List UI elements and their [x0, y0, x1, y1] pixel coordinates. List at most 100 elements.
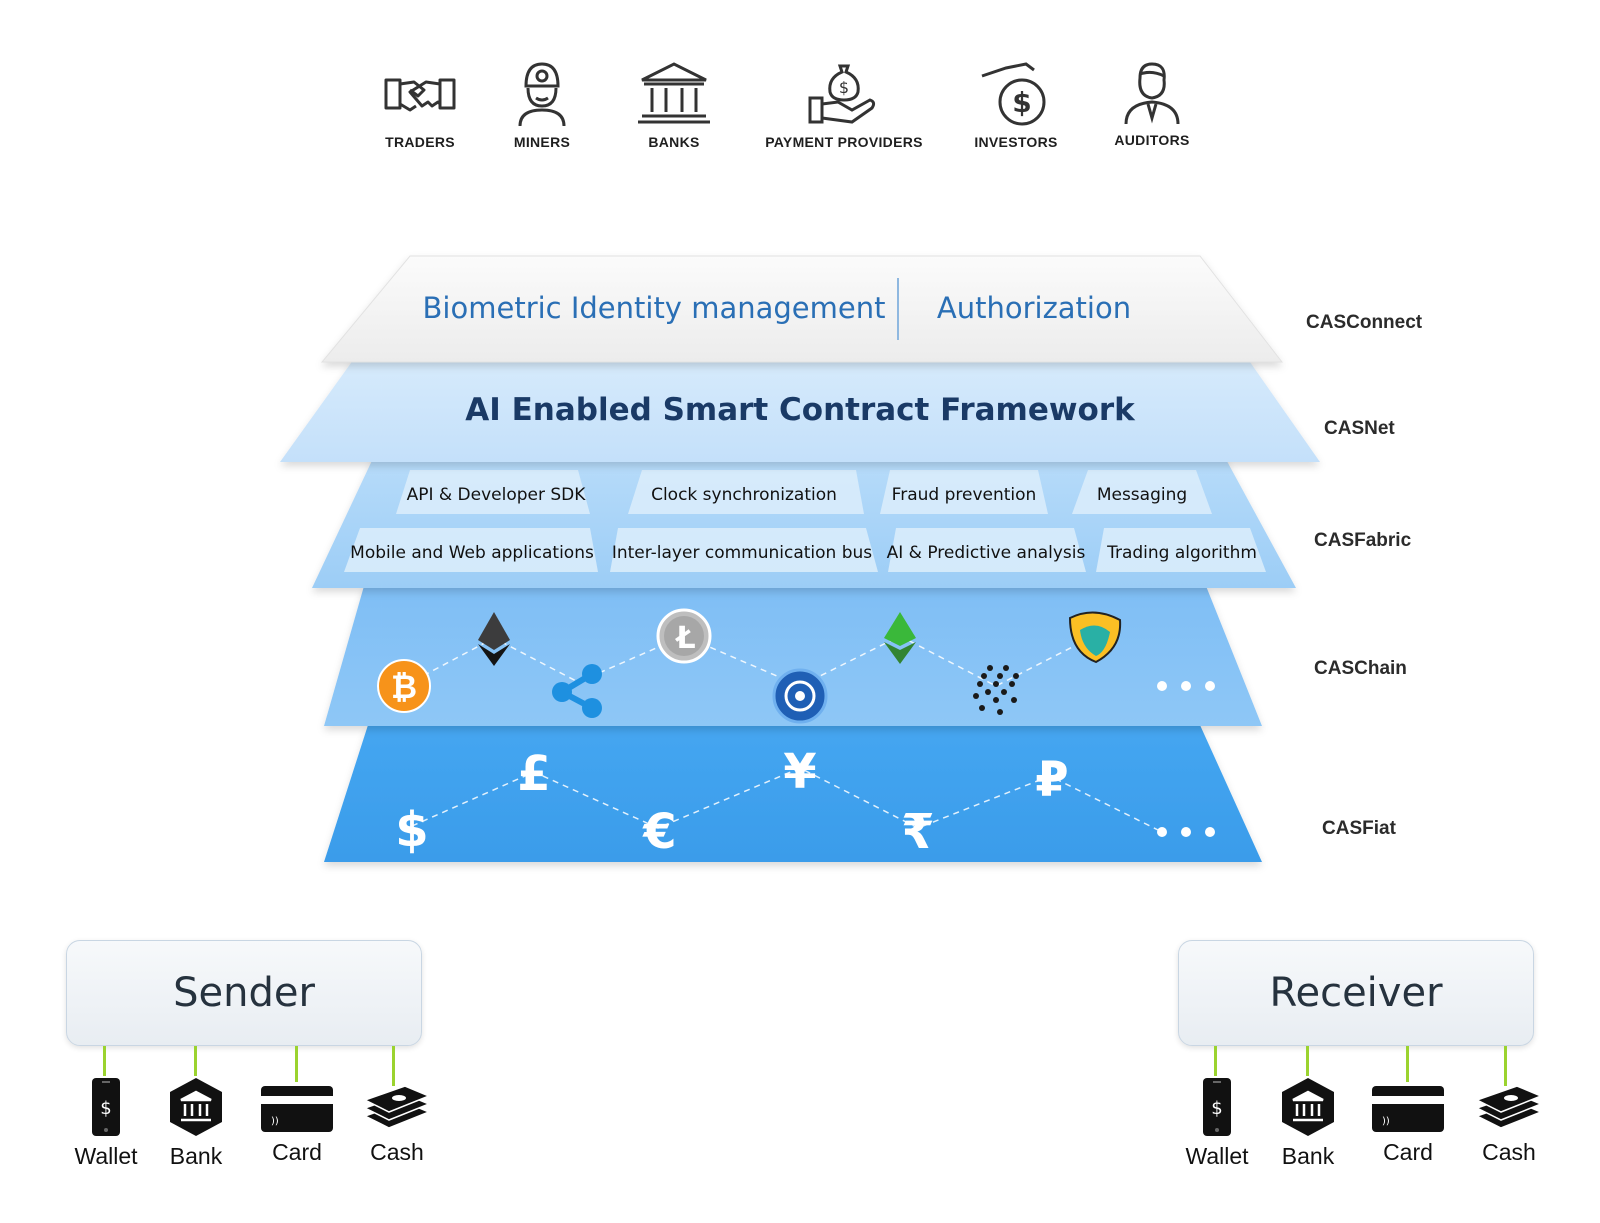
ripple-icon [552, 664, 602, 718]
money-bag-icon: $ [981, 62, 1046, 126]
fabric-chip: Mobile and Web applications [350, 543, 594, 563]
pay-label: Bank [169, 1143, 223, 1169]
connector-line [1406, 1046, 1409, 1082]
cash-icon [1475, 1085, 1543, 1129]
pay-label: Card [1383, 1139, 1433, 1165]
pay-label: Cash [370, 1139, 424, 1165]
receiver-wallet: $ Wallet [1172, 1076, 1262, 1170]
fabric-chip: AI & Predictive analysis [887, 543, 1086, 563]
ethereum-classic-icon [884, 612, 916, 664]
biometric-identity-label: Biometric Identity management [423, 291, 886, 325]
stakeholder-payment-providers: $ PAYMENT PROVIDERS [754, 58, 934, 150]
pay-label: Wallet [1185, 1143, 1249, 1169]
wallet-phone-icon: $ [1203, 1078, 1231, 1136]
iota-icon [973, 665, 1019, 715]
fabric-chip: Fraud prevention [892, 485, 1037, 505]
connector-line [1214, 1046, 1217, 1076]
chain-more-dots [1157, 681, 1215, 691]
bank-icon [1282, 1078, 1334, 1136]
layer-name-casconnect: CASConnect [1306, 312, 1423, 333]
connector-line [392, 1046, 395, 1086]
pay-label: Cash [1482, 1139, 1536, 1165]
connector-line [1504, 1046, 1507, 1086]
stakeholder-traders: TRADERS [330, 58, 510, 150]
ethereum-icon [478, 612, 510, 666]
layer-casfabric: API & Developer SDK Clock synchronizatio… [312, 452, 1296, 588]
casnet-title: AI Enabled Smart Contract Framework [465, 392, 1136, 428]
svg-text:₿: ₿ [391, 668, 417, 706]
svg-text:$: $ [100, 1098, 111, 1119]
nem-icon [1068, 611, 1122, 664]
handshake-icon [384, 78, 456, 112]
litecoin-icon: Ł [656, 608, 712, 664]
stakeholder-investors: $ INVESTORS [926, 58, 1106, 150]
sender-box: Sender [66, 940, 422, 1046]
bitcoin-icon: ₿ [377, 659, 431, 713]
connector-line [1306, 1046, 1309, 1076]
sender-cash: Cash [352, 1082, 442, 1166]
sender-bank: Bank [151, 1076, 241, 1170]
fabric-chip: Messaging [1097, 485, 1187, 505]
fiat-symbol: $ [395, 802, 428, 858]
fiat-more-dots [1157, 827, 1215, 837]
wallet-phone-icon: $ [92, 1078, 120, 1136]
stakeholder-auditors: AUDITORS [1062, 58, 1242, 148]
receiver-card: )) Card [1363, 1084, 1453, 1166]
connector-line [295, 1046, 298, 1082]
layer-stack: $ £ € ¥ ₹ ₽ ₿ [280, 255, 1320, 862]
fabric-chip: Trading algorithm [1106, 543, 1257, 563]
fiat-symbol: £ [517, 746, 550, 802]
authorization-label: Authorization [937, 291, 1131, 325]
layer-casfiat: $ £ € ¥ ₹ ₽ [324, 725, 1262, 862]
svg-text:)): )) [271, 1116, 279, 1127]
stakeholder-miners: MINERS [452, 58, 632, 150]
card-icon: )) [261, 1086, 333, 1132]
layer-caschain: ₿ Ł [324, 586, 1262, 726]
pay-label: Card [272, 1139, 322, 1165]
stakeholder-label: MINERS [513, 134, 571, 150]
fabric-chip: Inter-layer communication bus [612, 543, 872, 563]
pay-label: Bank [1281, 1143, 1335, 1169]
layer-name-casnet: CASNet [1324, 418, 1395, 439]
fabric-chip: API & Developer SDK [407, 485, 587, 505]
fiat-symbol: ₹ [901, 804, 934, 860]
fiat-symbol: ₽ [1035, 752, 1068, 808]
hand-money-bag-icon: $ [808, 64, 876, 124]
stakeholder-banks: BANKS [584, 58, 764, 150]
card-icon: )) [1372, 1086, 1444, 1132]
sender-card: )) Card [252, 1084, 342, 1166]
connector-line [194, 1046, 197, 1076]
icon-coin-icon [772, 668, 828, 724]
stakeholder-label: PAYMENT PROVIDERS [765, 134, 923, 150]
stakeholder-label: BANKS [648, 134, 700, 150]
layer-casnet: AI Enabled Smart Contract Framework [280, 342, 1320, 462]
bank-building-icon [638, 62, 710, 124]
svg-text:$: $ [1211, 1098, 1222, 1119]
svg-text:$: $ [839, 78, 849, 97]
stakeholder-label: TRADERS [385, 134, 455, 150]
stakeholder-label: AUDITORS [1114, 132, 1190, 148]
receiver-cash: Cash [1464, 1082, 1554, 1166]
fiat-symbol: € [642, 804, 676, 860]
pay-label: Wallet [74, 1143, 138, 1169]
fiat-symbol: ¥ [783, 744, 816, 800]
svg-text:Ł: Ł [674, 621, 695, 656]
sender-title: Sender [173, 970, 315, 1016]
auditor-person-icon [1124, 62, 1180, 125]
miner-icon [518, 62, 566, 127]
svg-text:$: $ [1012, 86, 1031, 119]
cash-icon [363, 1085, 431, 1129]
connector-line [103, 1046, 106, 1076]
receiver-title: Receiver [1269, 970, 1443, 1016]
receiver-box: Receiver [1178, 940, 1534, 1046]
layer-name-casfabric: CASFabric [1314, 530, 1412, 551]
layer-name-caschain: CASChain [1314, 658, 1407, 679]
layer-name-casfiat: CASFiat [1322, 818, 1396, 839]
stakeholder-label: INVESTORS [974, 134, 1058, 150]
layer-casconnect: Biometric Identity management Authorizat… [320, 255, 1284, 363]
svg-text:)): )) [1382, 1116, 1390, 1127]
sender-wallet: $ Wallet [61, 1076, 151, 1170]
bank-icon [170, 1078, 222, 1136]
fabric-chip: Clock synchronization [651, 485, 837, 505]
